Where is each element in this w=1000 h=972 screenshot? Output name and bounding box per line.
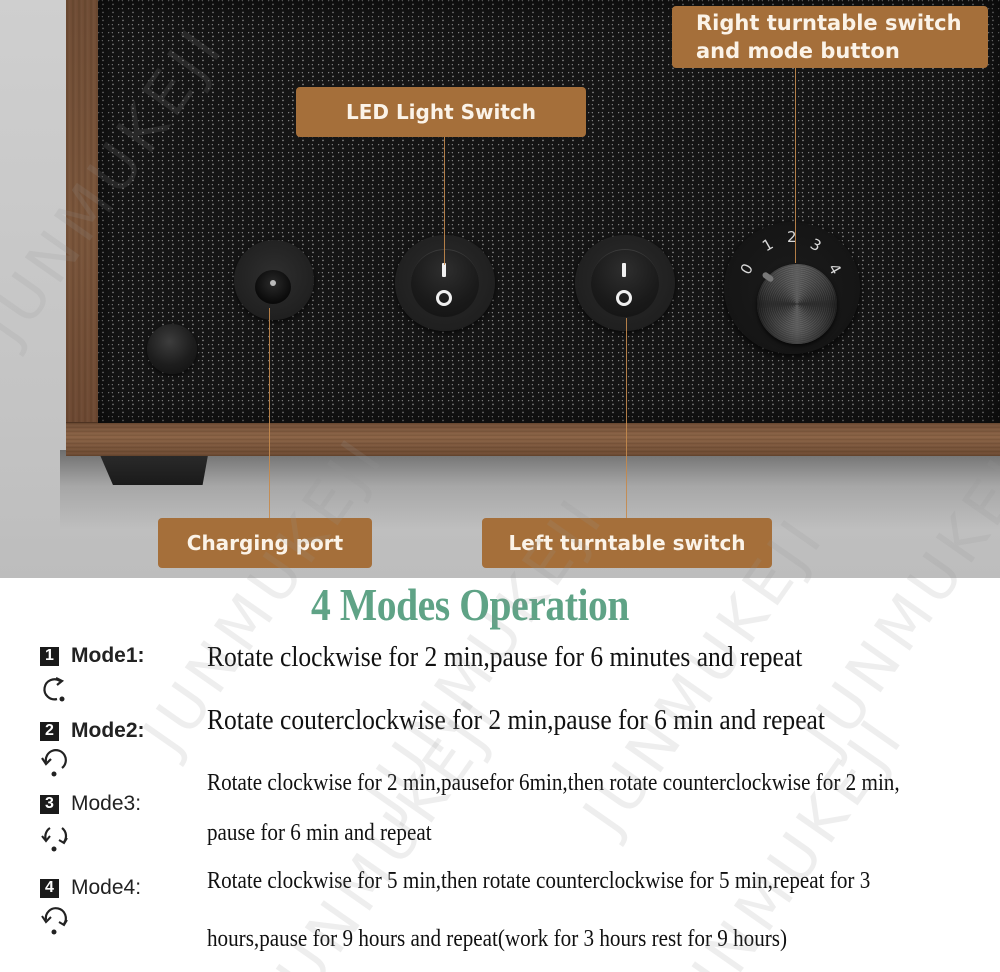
power-off-symbol-icon — [616, 290, 632, 306]
charging-port[interactable] — [234, 240, 314, 320]
section-title: 4 Modes Operation — [311, 579, 629, 630]
power-on-symbol-icon — [442, 263, 446, 277]
mode-4-description-line-2: hours,pause for 9 hours and repeat(work … — [207, 926, 788, 952]
mode-name: Mode1: — [71, 644, 145, 667]
leader-line-right-turntable — [795, 68, 796, 263]
dial-tick-3: 3 — [807, 234, 825, 256]
callout-left-turntable: Left turntable switch — [482, 518, 772, 568]
mode-number-badge: 4 — [40, 878, 59, 898]
mode-selector-dial[interactable]: 0 1 2 3 4 — [724, 222, 860, 354]
rocker-face — [411, 249, 479, 317]
mode-1-label: 1 Mode1: — [40, 644, 145, 668]
charging-port-socket — [255, 270, 291, 304]
mode-number-badge: 3 — [40, 794, 59, 814]
mode-4-label: 4 Mode4: — [40, 876, 141, 900]
callout-led-light-switch: LED Light Switch — [296, 87, 586, 137]
small-round-button[interactable] — [147, 324, 197, 374]
mode-4-description-line-1: Rotate clockwise for 5 min,then rotate c… — [207, 868, 871, 894]
wood-bottom-rail — [66, 422, 1000, 456]
cabinet-foot — [100, 455, 208, 485]
led-light-rocker-switch[interactable] — [395, 235, 495, 331]
callout-charging-port: Charging port — [158, 518, 372, 568]
callout-label-line-2: and mode button — [696, 39, 900, 63]
mode-name: Mode2: — [71, 719, 145, 742]
left-turntable-rocker-switch[interactable] — [575, 235, 675, 331]
mode-2-label: 2 Mode2: — [40, 719, 145, 743]
callout-label: Left turntable switch — [508, 531, 746, 555]
leader-line-charging — [269, 308, 270, 518]
mode-2-description: Rotate couterclockwise for 2 min,pause f… — [207, 704, 825, 736]
dial-tick-4: 4 — [824, 260, 845, 278]
bidirectional-rotation-icon — [41, 827, 68, 852]
mode-3-label: 3 Mode3: — [40, 792, 141, 816]
mode-number-badge: 1 — [40, 646, 59, 666]
callout-label: Charging port — [186, 531, 344, 555]
mode-3-description-line-2: pause for 6 min and repeat — [207, 820, 432, 846]
product-photo: 0 1 2 3 4 LED Light Switch Right turntab… — [0, 0, 1000, 578]
bidirectional-loop-rotation-icon — [41, 907, 68, 935]
dial-tick-0: 0 — [736, 260, 757, 278]
charging-port-pin — [270, 280, 276, 286]
mode-3-description-line-1: Rotate clockwise for 2 min,pausefor 6min… — [207, 770, 900, 796]
leader-line-led — [444, 137, 445, 265]
callout-label-line-1: Right turntable switch — [696, 11, 962, 35]
counterclockwise-rotation-icon — [41, 749, 67, 777]
leader-line-left-turntable — [626, 318, 627, 518]
callout-label: LED Light Switch — [345, 100, 537, 124]
power-on-symbol-icon — [622, 263, 626, 277]
dial-tick-1: 1 — [759, 234, 777, 256]
rocker-face — [591, 249, 659, 317]
power-off-symbol-icon — [436, 290, 452, 306]
mode-1-description: Rotate clockwise for 2 min,pause for 6 m… — [207, 641, 803, 673]
mode-name: Mode4: — [71, 876, 142, 899]
floor-shadow — [60, 450, 1000, 530]
dial-tick-2: 2 — [787, 228, 797, 246]
callout-right-turntable: Right turntable switch and mode button — [672, 6, 988, 68]
mode-name: Mode3: — [71, 792, 142, 815]
modes-section: 4 Modes Operation 1 Mode1: Rotate clockw… — [0, 578, 1000, 972]
textured-front-panel — [98, 0, 1000, 423]
clockwise-rotation-icon — [43, 677, 65, 702]
mode-number-badge: 2 — [40, 721, 59, 741]
